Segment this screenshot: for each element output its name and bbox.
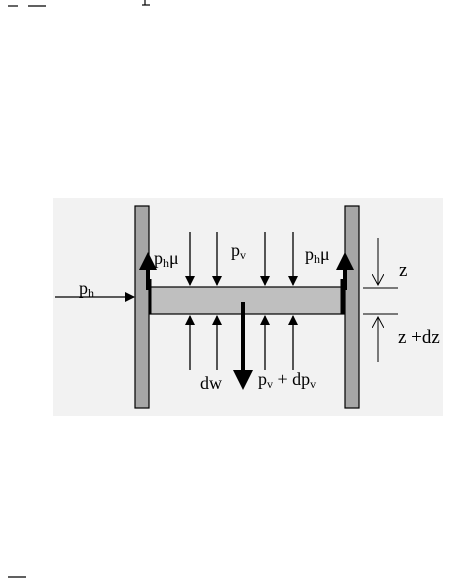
z-label: z [399, 260, 407, 281]
dw-label: dw [200, 373, 222, 393]
slice-element [150, 287, 344, 314]
pv-bottom-label: pv + dpv [258, 369, 316, 391]
z-dz-label: z +dz [398, 327, 440, 348]
right-wall [345, 206, 359, 408]
top-edge-marks [8, 0, 150, 6]
left-wall [135, 206, 149, 408]
